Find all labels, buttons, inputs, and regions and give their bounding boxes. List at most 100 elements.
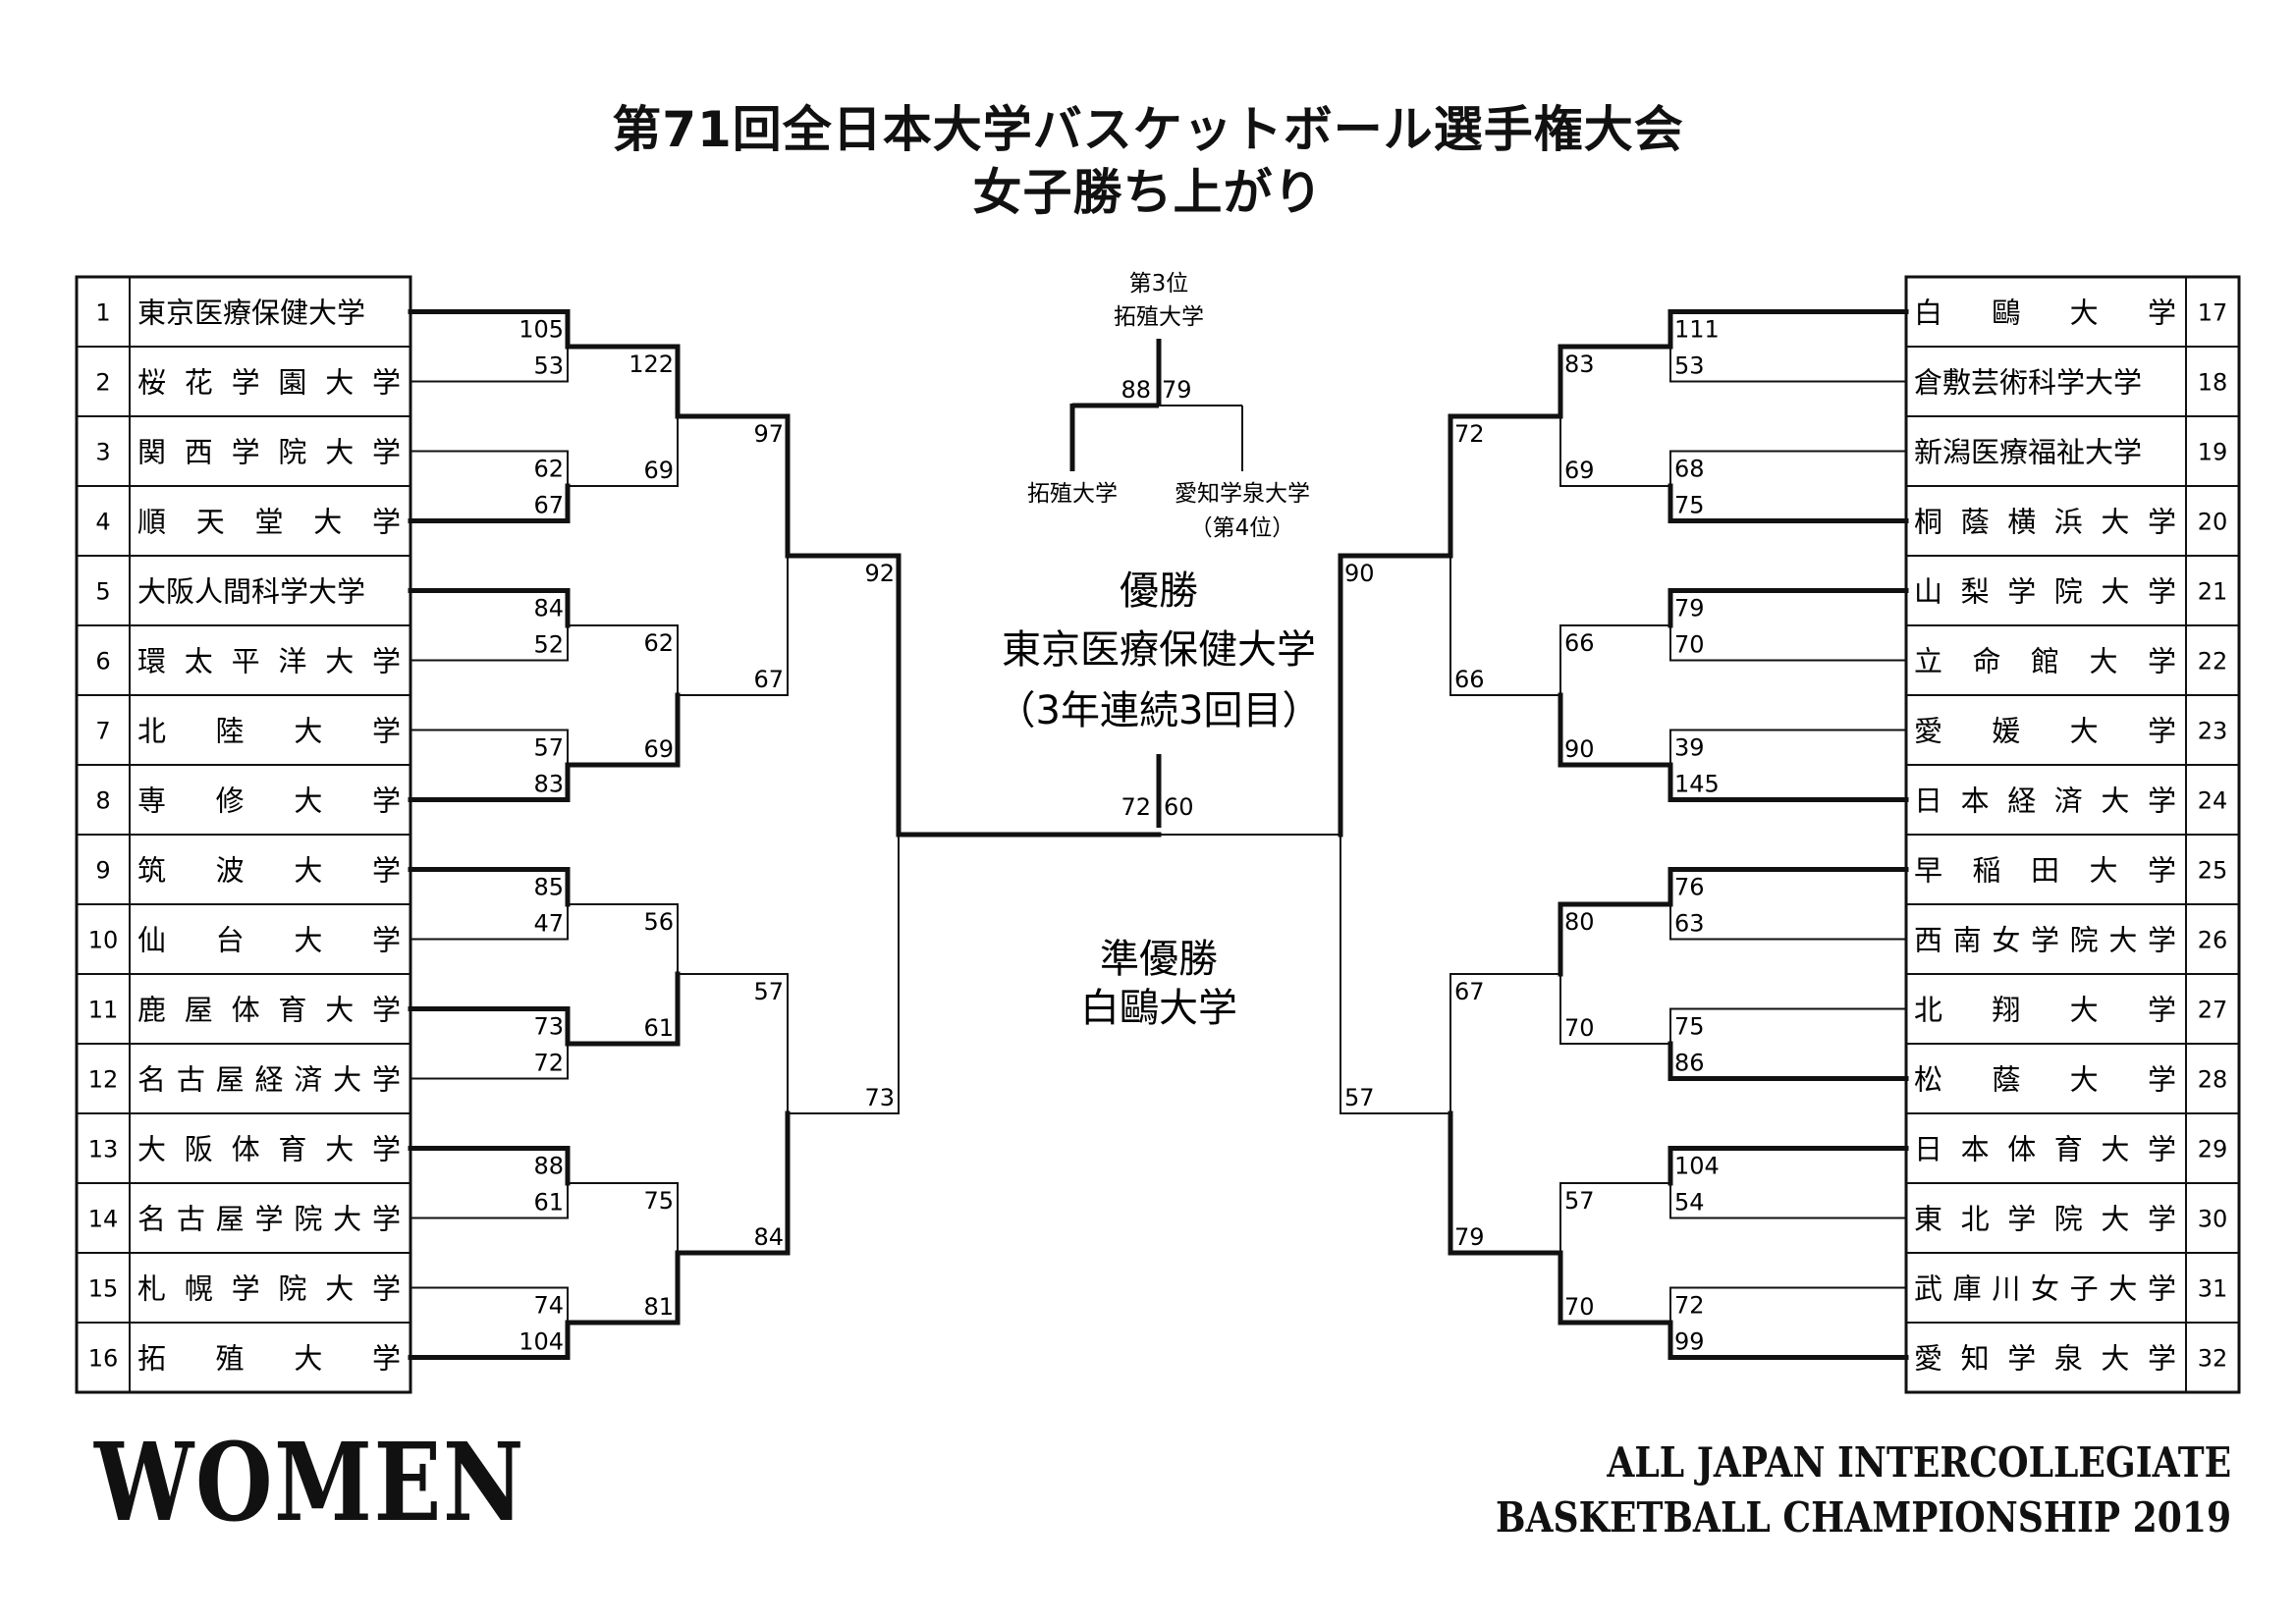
third-place-team: 拓殖大学 <box>1114 304 1204 330</box>
right-r1-score-top: 68 <box>1674 456 1705 483</box>
right-r1-score-bottom: 53 <box>1674 352 1705 380</box>
left-seed-number: 1 <box>95 299 110 327</box>
left-r1-score-top: 88 <box>533 1153 564 1180</box>
right-r1-score-bottom: 99 <box>1674 1328 1705 1356</box>
left-seed-number: 3 <box>95 439 110 466</box>
left-seed-number: 8 <box>95 787 110 815</box>
left-r1-score-top: 105 <box>519 316 564 344</box>
right-team-name: 愛媛大学 <box>1914 715 2176 748</box>
right-seed-number: 25 <box>2198 857 2228 885</box>
third-place-right-score: 79 <box>1162 376 1192 404</box>
final-left-score: 72 <box>1121 793 1151 821</box>
right-r1-score-top: 76 <box>1674 874 1705 901</box>
right-seed-number: 28 <box>2198 1066 2228 1094</box>
left-team-name: 仙台大学 <box>137 924 401 957</box>
left-r2-score-bottom: 69 <box>643 735 674 763</box>
left-r1-score-top: 73 <box>533 1013 564 1041</box>
right-r2-score-top: 57 <box>1564 1187 1595 1215</box>
left-r1-score-bottom: 67 <box>533 492 564 519</box>
english-title-line-2: BASKETBALL CHAMPIONSHIP 2019 <box>1495 1493 2231 1542</box>
right-team-name: 愛知学泉大学 <box>1914 1342 2176 1376</box>
left-r1-score-top: 84 <box>533 595 564 622</box>
champion-note: （3年連続3回目） <box>997 688 1322 733</box>
left-team-name: 拓殖大学 <box>137 1342 401 1376</box>
left-r1-score-top: 62 <box>533 456 564 483</box>
right-seed-number: 23 <box>2198 718 2228 745</box>
third-place-label: 第3位 <box>1129 271 1189 297</box>
runner-up-label: 準優勝 <box>1100 937 1218 982</box>
left-r1-score-bottom: 72 <box>533 1050 564 1077</box>
left-r3-score-bottom: 84 <box>753 1223 784 1251</box>
right-seed-number: 32 <box>2198 1345 2228 1373</box>
right-team-name: 松蔭大学 <box>1914 1063 2176 1097</box>
right-team-name: 北翔大学 <box>1914 994 2176 1027</box>
bracket-lines <box>408 309 1909 1360</box>
left-r4-score-bottom: 73 <box>864 1084 895 1111</box>
left-seed-number: 12 <box>88 1066 119 1094</box>
right-team-name: 倉敷芸術科学大学 <box>1914 366 2142 400</box>
right-team-name: 日本体育大学 <box>1914 1133 2176 1166</box>
left-seed-number: 9 <box>95 857 110 885</box>
right-seed-number: 31 <box>2198 1275 2228 1303</box>
left-team-name: 桜花学園大学 <box>137 366 401 400</box>
right-r1-score-bottom: 145 <box>1674 771 1720 798</box>
champion-label: 優勝 <box>1120 568 1198 614</box>
left-seed-number: 15 <box>88 1275 119 1303</box>
left-r2-score-top: 56 <box>643 908 674 936</box>
right-team-name: 立命館大学 <box>1914 645 2176 678</box>
third-place-left-team: 拓殖大学 <box>1027 481 1118 507</box>
left-team-name: 札幌学院大学 <box>137 1272 401 1306</box>
right-team-name: 早稲田大学 <box>1914 854 2176 888</box>
right-team-name: 日本経済大学 <box>1914 784 2176 818</box>
right-team-name: 西南女学院大学 <box>1914 924 2176 957</box>
right-r2-score-bottom: 70 <box>1564 1293 1595 1321</box>
left-team-name: 北陸大学 <box>137 715 401 748</box>
right-r1-score-top: 72 <box>1674 1292 1705 1320</box>
champion-team: 東京医療保健大学 <box>1002 627 1316 673</box>
right-seed-number: 22 <box>2198 648 2228 676</box>
right-r1-score-top: 111 <box>1674 316 1720 344</box>
right-r1-score-bottom: 63 <box>1674 910 1705 938</box>
right-r4-score-top: 90 <box>1344 560 1375 587</box>
left-r1-score-bottom: 104 <box>519 1328 564 1356</box>
left-team-name: 東京医療保健大学 <box>137 297 365 330</box>
right-r1-score-top: 104 <box>1674 1153 1720 1180</box>
final-right-score: 60 <box>1164 793 1194 821</box>
left-r1-score-bottom: 83 <box>533 771 564 798</box>
left-r1-score-top: 57 <box>533 734 564 762</box>
right-seed-number: 19 <box>2198 439 2228 466</box>
left-seed-number: 4 <box>95 509 110 536</box>
right-r3-score-top: 72 <box>1454 420 1485 448</box>
title-line-1: 第71回全日本大学バスケットボール選手権大会 <box>612 101 1684 158</box>
left-seed-number: 2 <box>95 369 110 397</box>
right-r1-score-bottom: 54 <box>1674 1189 1705 1217</box>
right-seed-number: 21 <box>2198 578 2228 606</box>
right-team-name: 新潟医療福祉大学 <box>1914 436 2142 469</box>
left-seed-number: 14 <box>88 1206 119 1233</box>
right-team-name: 東北学院大学 <box>1914 1203 2176 1236</box>
right-team-name: 桐蔭横浜大学 <box>1914 506 2176 539</box>
left-team-name: 大阪体育大学 <box>137 1133 401 1166</box>
left-r1-score-bottom: 61 <box>533 1189 564 1217</box>
left-seed-number: 11 <box>88 997 119 1024</box>
right-seed-number: 17 <box>2198 299 2228 327</box>
left-r1-score-top: 74 <box>533 1292 564 1320</box>
right-r2-score-top: 66 <box>1564 629 1595 657</box>
left-r1-score-bottom: 53 <box>533 352 564 380</box>
left-team-name: 関西学院大学 <box>137 436 401 469</box>
fourth-place-note: （第4位） <box>1190 515 1295 541</box>
right-team-name: 山梨学院大学 <box>1914 575 2176 609</box>
left-r2-score-top: 62 <box>643 629 674 657</box>
left-team-name: 環太平洋大学 <box>137 645 401 678</box>
third-place-bracket <box>1069 339 1243 828</box>
left-team-name: 順天堂大学 <box>137 506 401 539</box>
right-r1-score-top: 39 <box>1674 734 1705 762</box>
left-team-name: 名古屋学院大学 <box>137 1203 401 1236</box>
left-seed-number: 13 <box>88 1136 119 1163</box>
right-r1-score-bottom: 70 <box>1674 631 1705 659</box>
right-seed-number: 27 <box>2198 997 2228 1024</box>
left-r4-score-top: 92 <box>864 560 895 587</box>
right-r4-score-bottom: 57 <box>1344 1084 1375 1111</box>
left-r2-score-top: 75 <box>643 1187 674 1215</box>
